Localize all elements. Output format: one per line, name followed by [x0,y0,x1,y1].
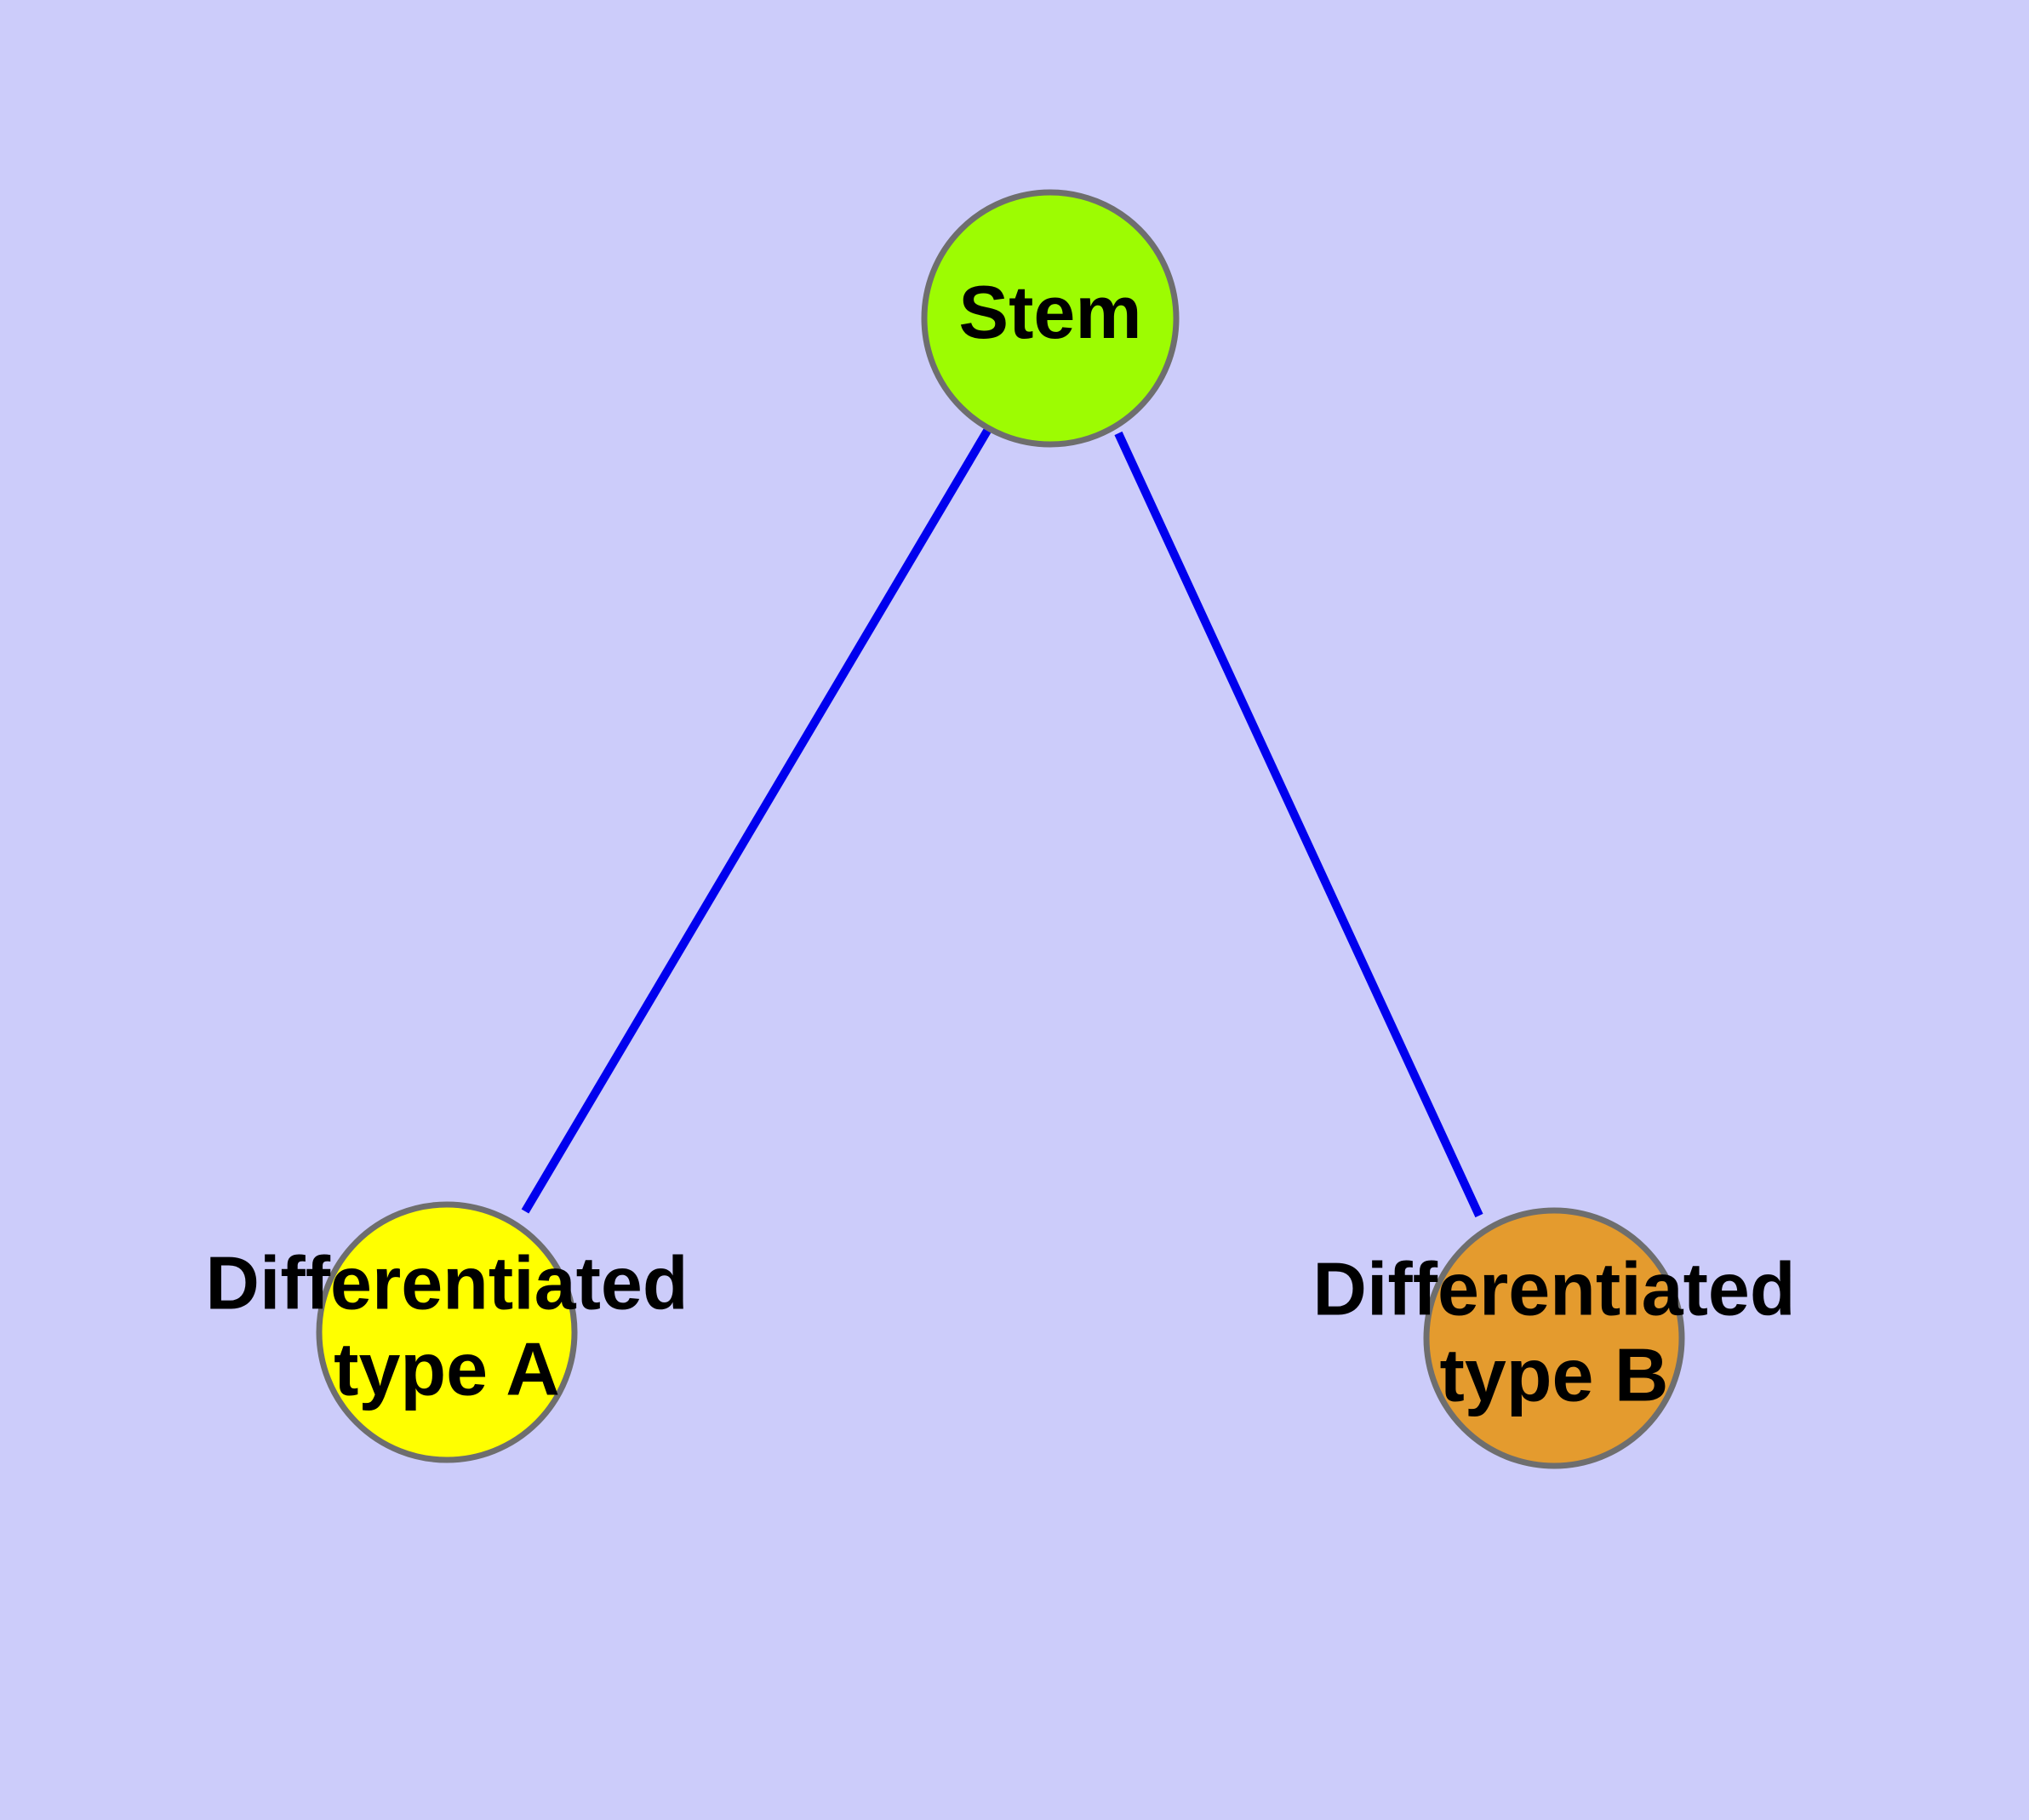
node-diff-a-circle[interactable] [316,1201,578,1463]
node-diff-a[interactable] [316,1201,578,1463]
node-stem-label: Stem [958,270,1141,354]
node-diff-b[interactable] [1423,1207,1685,1469]
nodes-group [316,189,1685,1469]
node-stem-circle[interactable] [921,189,1180,448]
node-diff-b-circle[interactable] [1423,1207,1685,1469]
edge-stem-to-diff-b [1114,431,1483,1218]
node-stem[interactable] [921,189,1180,448]
edge-stem-to-diff-a [521,428,992,1214]
edges-group [521,428,1483,1218]
